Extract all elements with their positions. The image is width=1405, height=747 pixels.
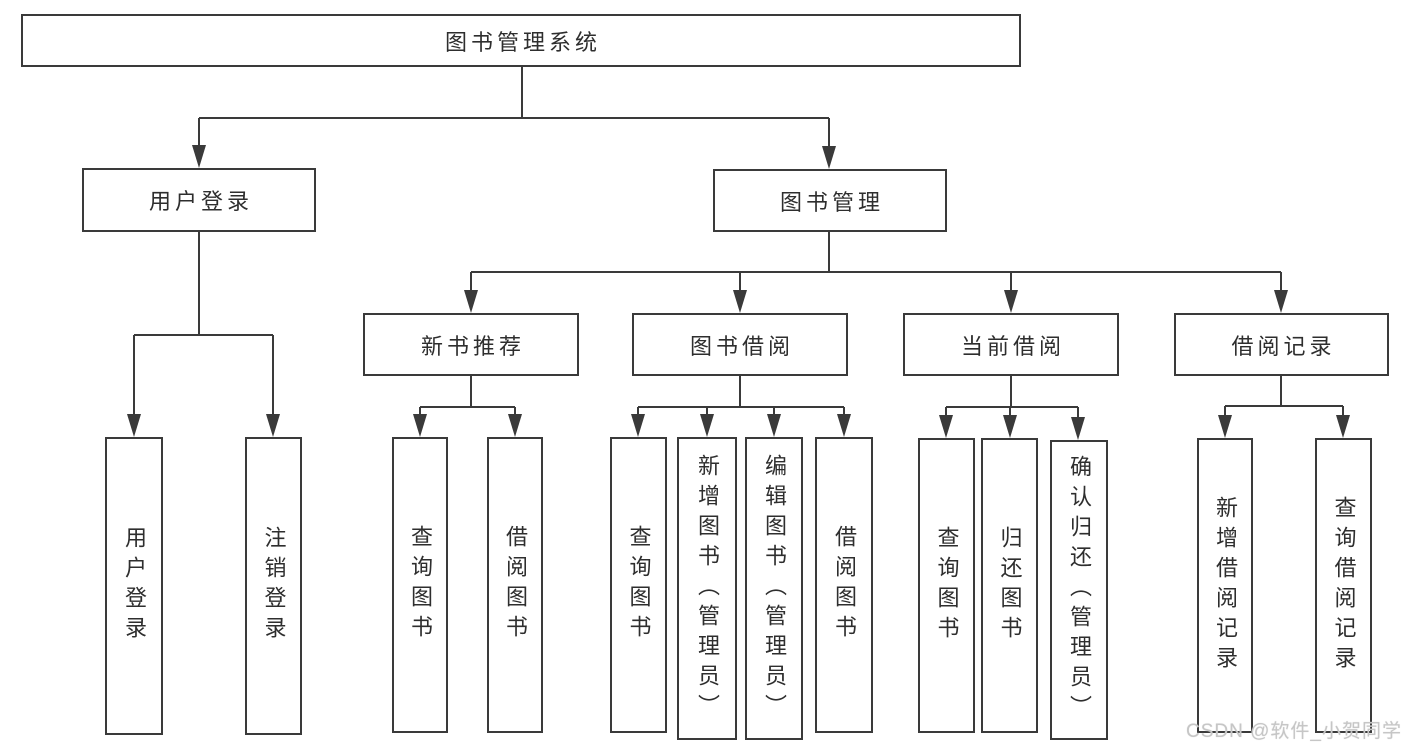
leaf-records-query-record: 查询借阅记录 bbox=[1315, 438, 1372, 733]
leaf-current-return-books: 归还图书 bbox=[981, 438, 1038, 733]
leaf-borrow-edit-books-admin: 编辑图书（管理员） bbox=[745, 437, 803, 740]
node-borrow-records: 借阅记录 bbox=[1174, 313, 1389, 376]
arrowhead-group bbox=[127, 145, 1350, 440]
node-book-borrow: 图书借阅 bbox=[632, 313, 848, 376]
node-current-borrow: 当前借阅 bbox=[903, 313, 1119, 376]
node-user-login: 用户登录 bbox=[82, 168, 316, 232]
leaf-borrow-borrow-books: 借阅图书 bbox=[815, 437, 873, 733]
root-node: 图书管理系统 bbox=[21, 14, 1021, 67]
leaf-newbooks-borrow-books: 借阅图书 bbox=[487, 437, 543, 733]
leaf-borrow-query-books: 查询图书 bbox=[610, 437, 667, 733]
leaf-records-add-record: 新增借阅记录 bbox=[1197, 438, 1253, 733]
leaf-current-confirm-return-admin: 确认归还（管理员） bbox=[1050, 440, 1108, 740]
node-new-book-recommend: 新书推荐 bbox=[363, 313, 579, 376]
leaf-borrow-add-books-admin: 新增图书（管理员） bbox=[677, 437, 737, 740]
node-book-management: 图书管理 bbox=[713, 169, 947, 232]
leaf-newbooks-query-books: 查询图书 bbox=[392, 437, 448, 733]
leaf-current-query-books: 查询图书 bbox=[918, 438, 975, 733]
csdn-watermark: CSDN @软件_小贺同学 bbox=[1186, 721, 1402, 742]
leaf-user-login: 用户登录 bbox=[105, 437, 163, 735]
leaf-logout: 注销登录 bbox=[245, 437, 302, 735]
